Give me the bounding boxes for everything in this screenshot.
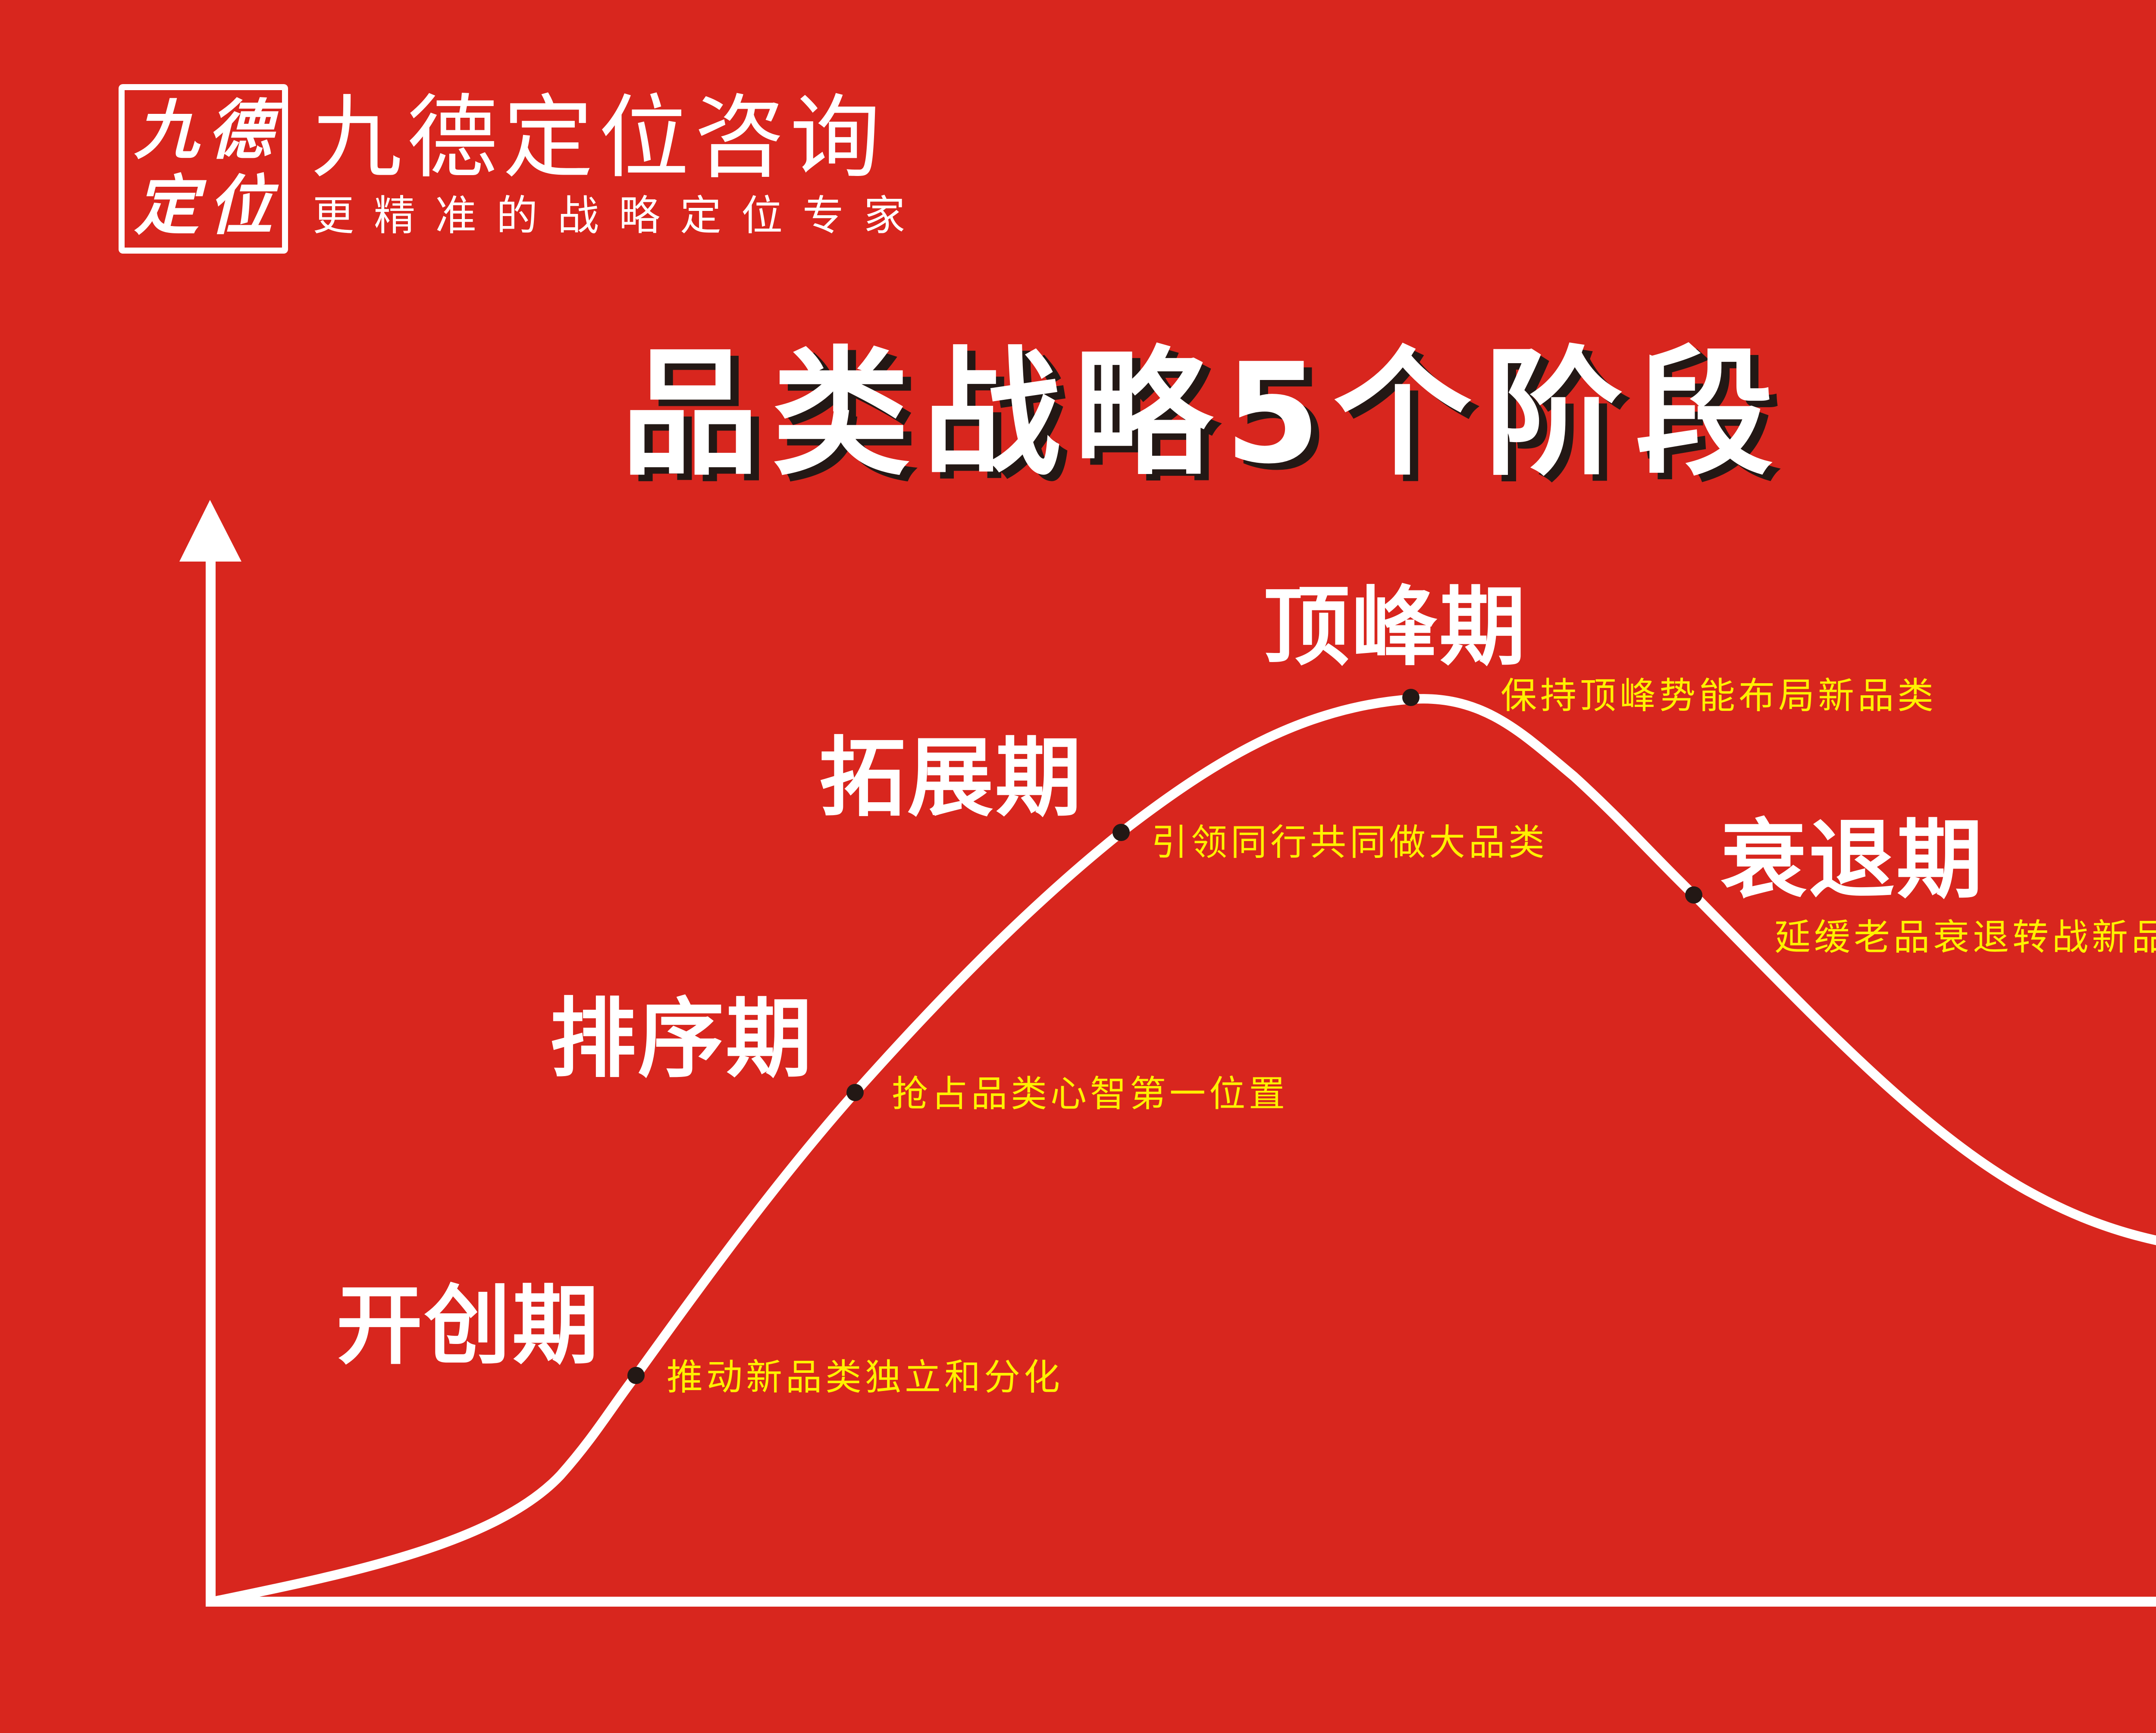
y-axis-arrow-icon bbox=[179, 500, 241, 562]
lifecycle-curve bbox=[214, 694, 2156, 1606]
stage-caption-decline: 延缓老品衰退转战新品类 bbox=[1774, 916, 2156, 958]
stage-caption-peak: 保持顶峰势能布局新品类 bbox=[1501, 675, 1937, 717]
seal-char: 定 bbox=[134, 167, 199, 244]
stage-label-ranking: 排序期 bbox=[550, 989, 814, 1089]
seal-char: 位 bbox=[207, 167, 273, 244]
stage-point-decline bbox=[1685, 886, 1702, 904]
title-text: 品类战略5个阶段 bbox=[621, 334, 1786, 494]
stage-point-founding bbox=[627, 1367, 645, 1384]
stage-point-expansion bbox=[1112, 824, 1130, 841]
x-axis bbox=[206, 1597, 2156, 1607]
y-axis bbox=[206, 556, 216, 1607]
stage-caption-ranking: 抢占品类心智第一位置 bbox=[892, 1073, 1289, 1115]
stage-label-decline: 衰退期 bbox=[1720, 810, 1985, 910]
stage-label-peak: 顶峰期 bbox=[1263, 577, 1528, 678]
stage-caption-founding: 推动新品类独立和分化 bbox=[667, 1356, 1064, 1398]
seal-char: 德 bbox=[207, 92, 273, 168]
stage-label-founding: 开创期 bbox=[336, 1276, 601, 1376]
stage-label-expansion: 拓展期 bbox=[819, 728, 1084, 829]
brand-tagline: 更精准的战略定位专家 bbox=[313, 192, 925, 240]
page-title: 品类战略5个阶段 品类战略5个阶段 bbox=[621, 341, 1871, 496]
stage-caption-expansion: 引领同行共同做大品类 bbox=[1151, 821, 1548, 863]
seal-char: 九 bbox=[134, 92, 199, 168]
stage-point-ranking bbox=[846, 1084, 864, 1101]
brand-name: 九德定位咨询 bbox=[311, 85, 886, 191]
title-shadow: 品类战略5个阶段 bbox=[629, 340, 1795, 501]
logo-seal: 九 德 定 位 bbox=[119, 84, 288, 254]
stage-point-peak bbox=[1402, 689, 1420, 706]
